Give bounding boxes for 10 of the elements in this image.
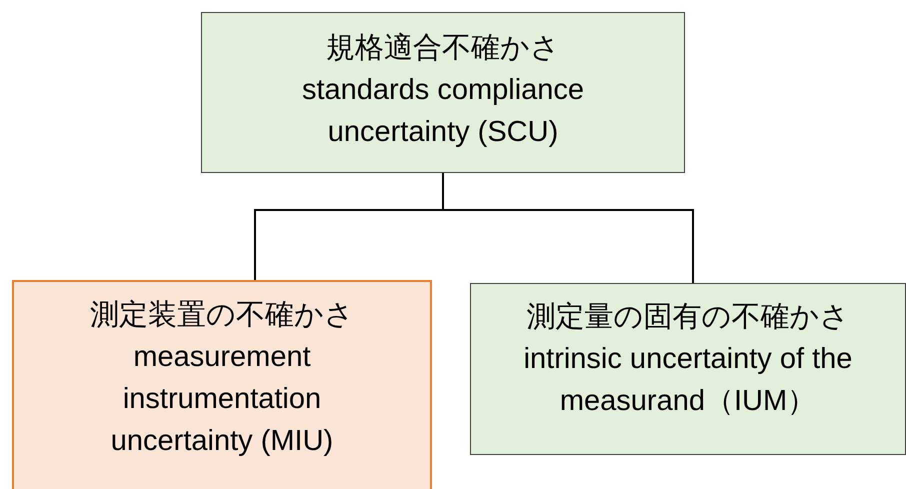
text-box — [201, 12, 685, 173]
japanese-heading: 規格適合不確かさ — [326, 31, 560, 66]
english-label: intrinsic uncertainty of the measurand（IUM） — [522, 342, 854, 420]
text-box — [12, 280, 432, 489]
english-label: measurement instrumentation uncertainty (MIU) — [110, 340, 334, 460]
japanese-heading: 測定装置の不確かさ — [90, 298, 354, 333]
connector-line — [442, 173, 694, 283]
japanese-heading: 測定量の固有の不確かさ — [526, 300, 850, 335]
text-box — [470, 283, 906, 455]
english-label: standards compliance uncertainty (SCU) — [300, 73, 586, 150]
